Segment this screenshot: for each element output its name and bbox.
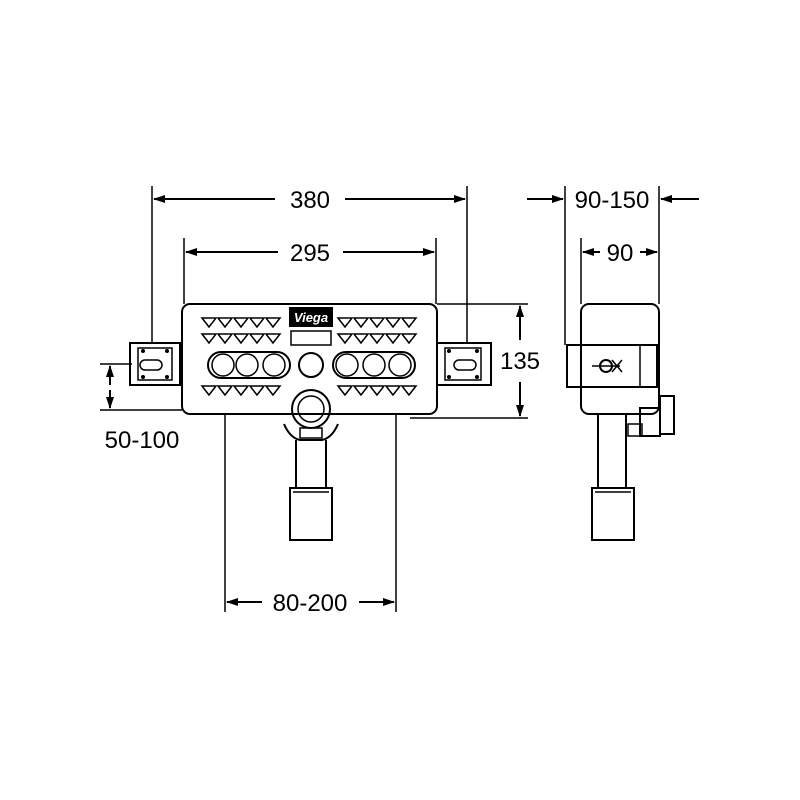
front-view: Viega	[129, 303, 492, 541]
mounting-plate	[181, 303, 438, 415]
connection-openings-right	[332, 351, 416, 379]
dim-label-90-150: 90-150	[575, 187, 650, 214]
dim-label-80-200: 80-200	[273, 590, 348, 617]
dim-label-90: 90	[607, 240, 634, 267]
center-opening	[298, 352, 324, 378]
dim-depth: 90	[580, 238, 658, 304]
dim-depth-range: 90-150	[527, 186, 699, 345]
bracket-left	[129, 342, 181, 386]
side-view	[566, 303, 675, 541]
bracket-right	[436, 342, 492, 386]
viega-logo-text: Viega	[294, 310, 328, 325]
dim-outlet-adjust: 80-200	[224, 414, 397, 617]
dim-bracket-adjust: 50-100	[100, 363, 182, 454]
dim-frame-width: 295	[183, 238, 437, 304]
dim-frame-height: 135	[410, 303, 540, 419]
side-housing	[580, 303, 660, 415]
dim-label-295: 295	[290, 240, 330, 267]
viega-logo: Viega	[289, 307, 333, 346]
dim-label-50-100: 50-100	[105, 427, 180, 454]
dim-total-width: 380	[151, 186, 468, 344]
triangle-pattern	[200, 317, 418, 397]
dim-label-135: 135	[500, 348, 540, 375]
side-clamp	[566, 344, 658, 388]
dim-label-380: 380	[290, 187, 330, 214]
drain-outlet	[283, 389, 339, 541]
connection-openings-left	[207, 351, 291, 379]
side-drain-pipe	[591, 487, 635, 541]
